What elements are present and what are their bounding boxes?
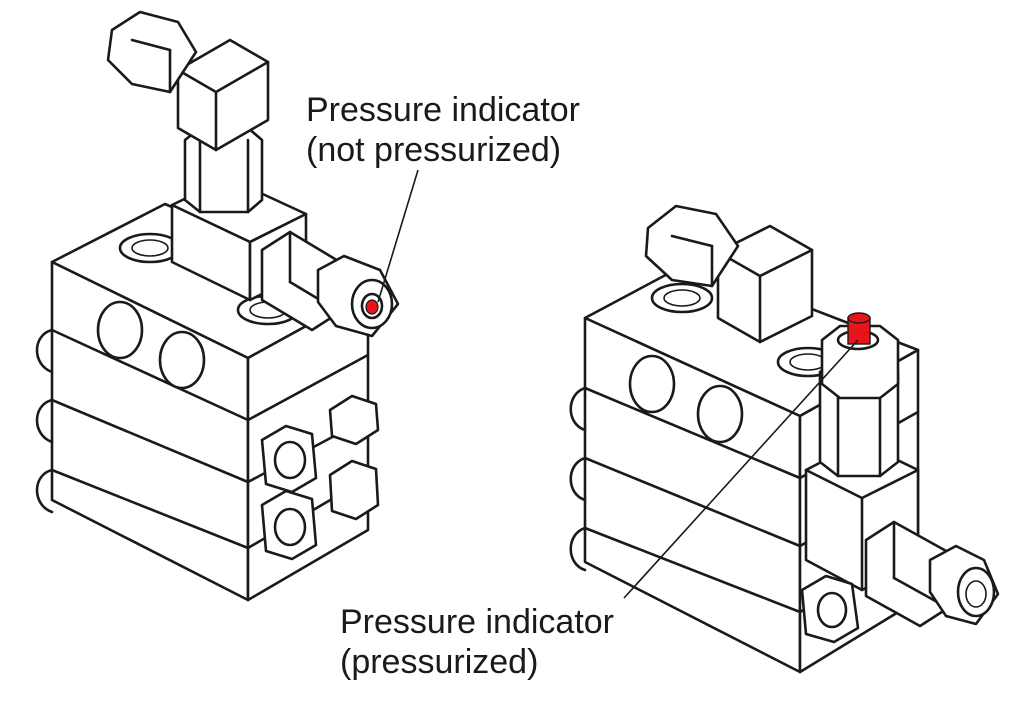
right-front-port-2 [696,384,744,444]
right-divider-valve [569,204,1000,674]
callout-not-pressurized-line1: Pressure indicator [306,91,581,129]
callout-not-pressurized: Pressure indicator (not pressurized) [306,90,580,170]
right-elbow-nut [644,204,740,288]
right-front-port-1 [628,354,676,414]
right-leader-line [623,339,859,599]
callout-pressurized: Pressure indicator (pressurized) [340,602,614,682]
left-elbow-nut [106,10,198,94]
left-divider-valve [35,10,400,602]
left-leader-line [377,169,419,303]
left-elbow [176,38,270,152]
left-side-nuts [260,394,380,561]
left-front-port-2 [158,330,206,390]
left-pressure-indicator-pin [365,299,379,315]
callout-pressurized-line2: (pressurized) [340,643,539,681]
left-front-port-1 [96,300,144,360]
callout-not-pressurized-line2: (not pressurized) [306,131,562,169]
right-elbow [716,224,814,344]
callout-pressurized-line1: Pressure indicator [340,603,615,641]
